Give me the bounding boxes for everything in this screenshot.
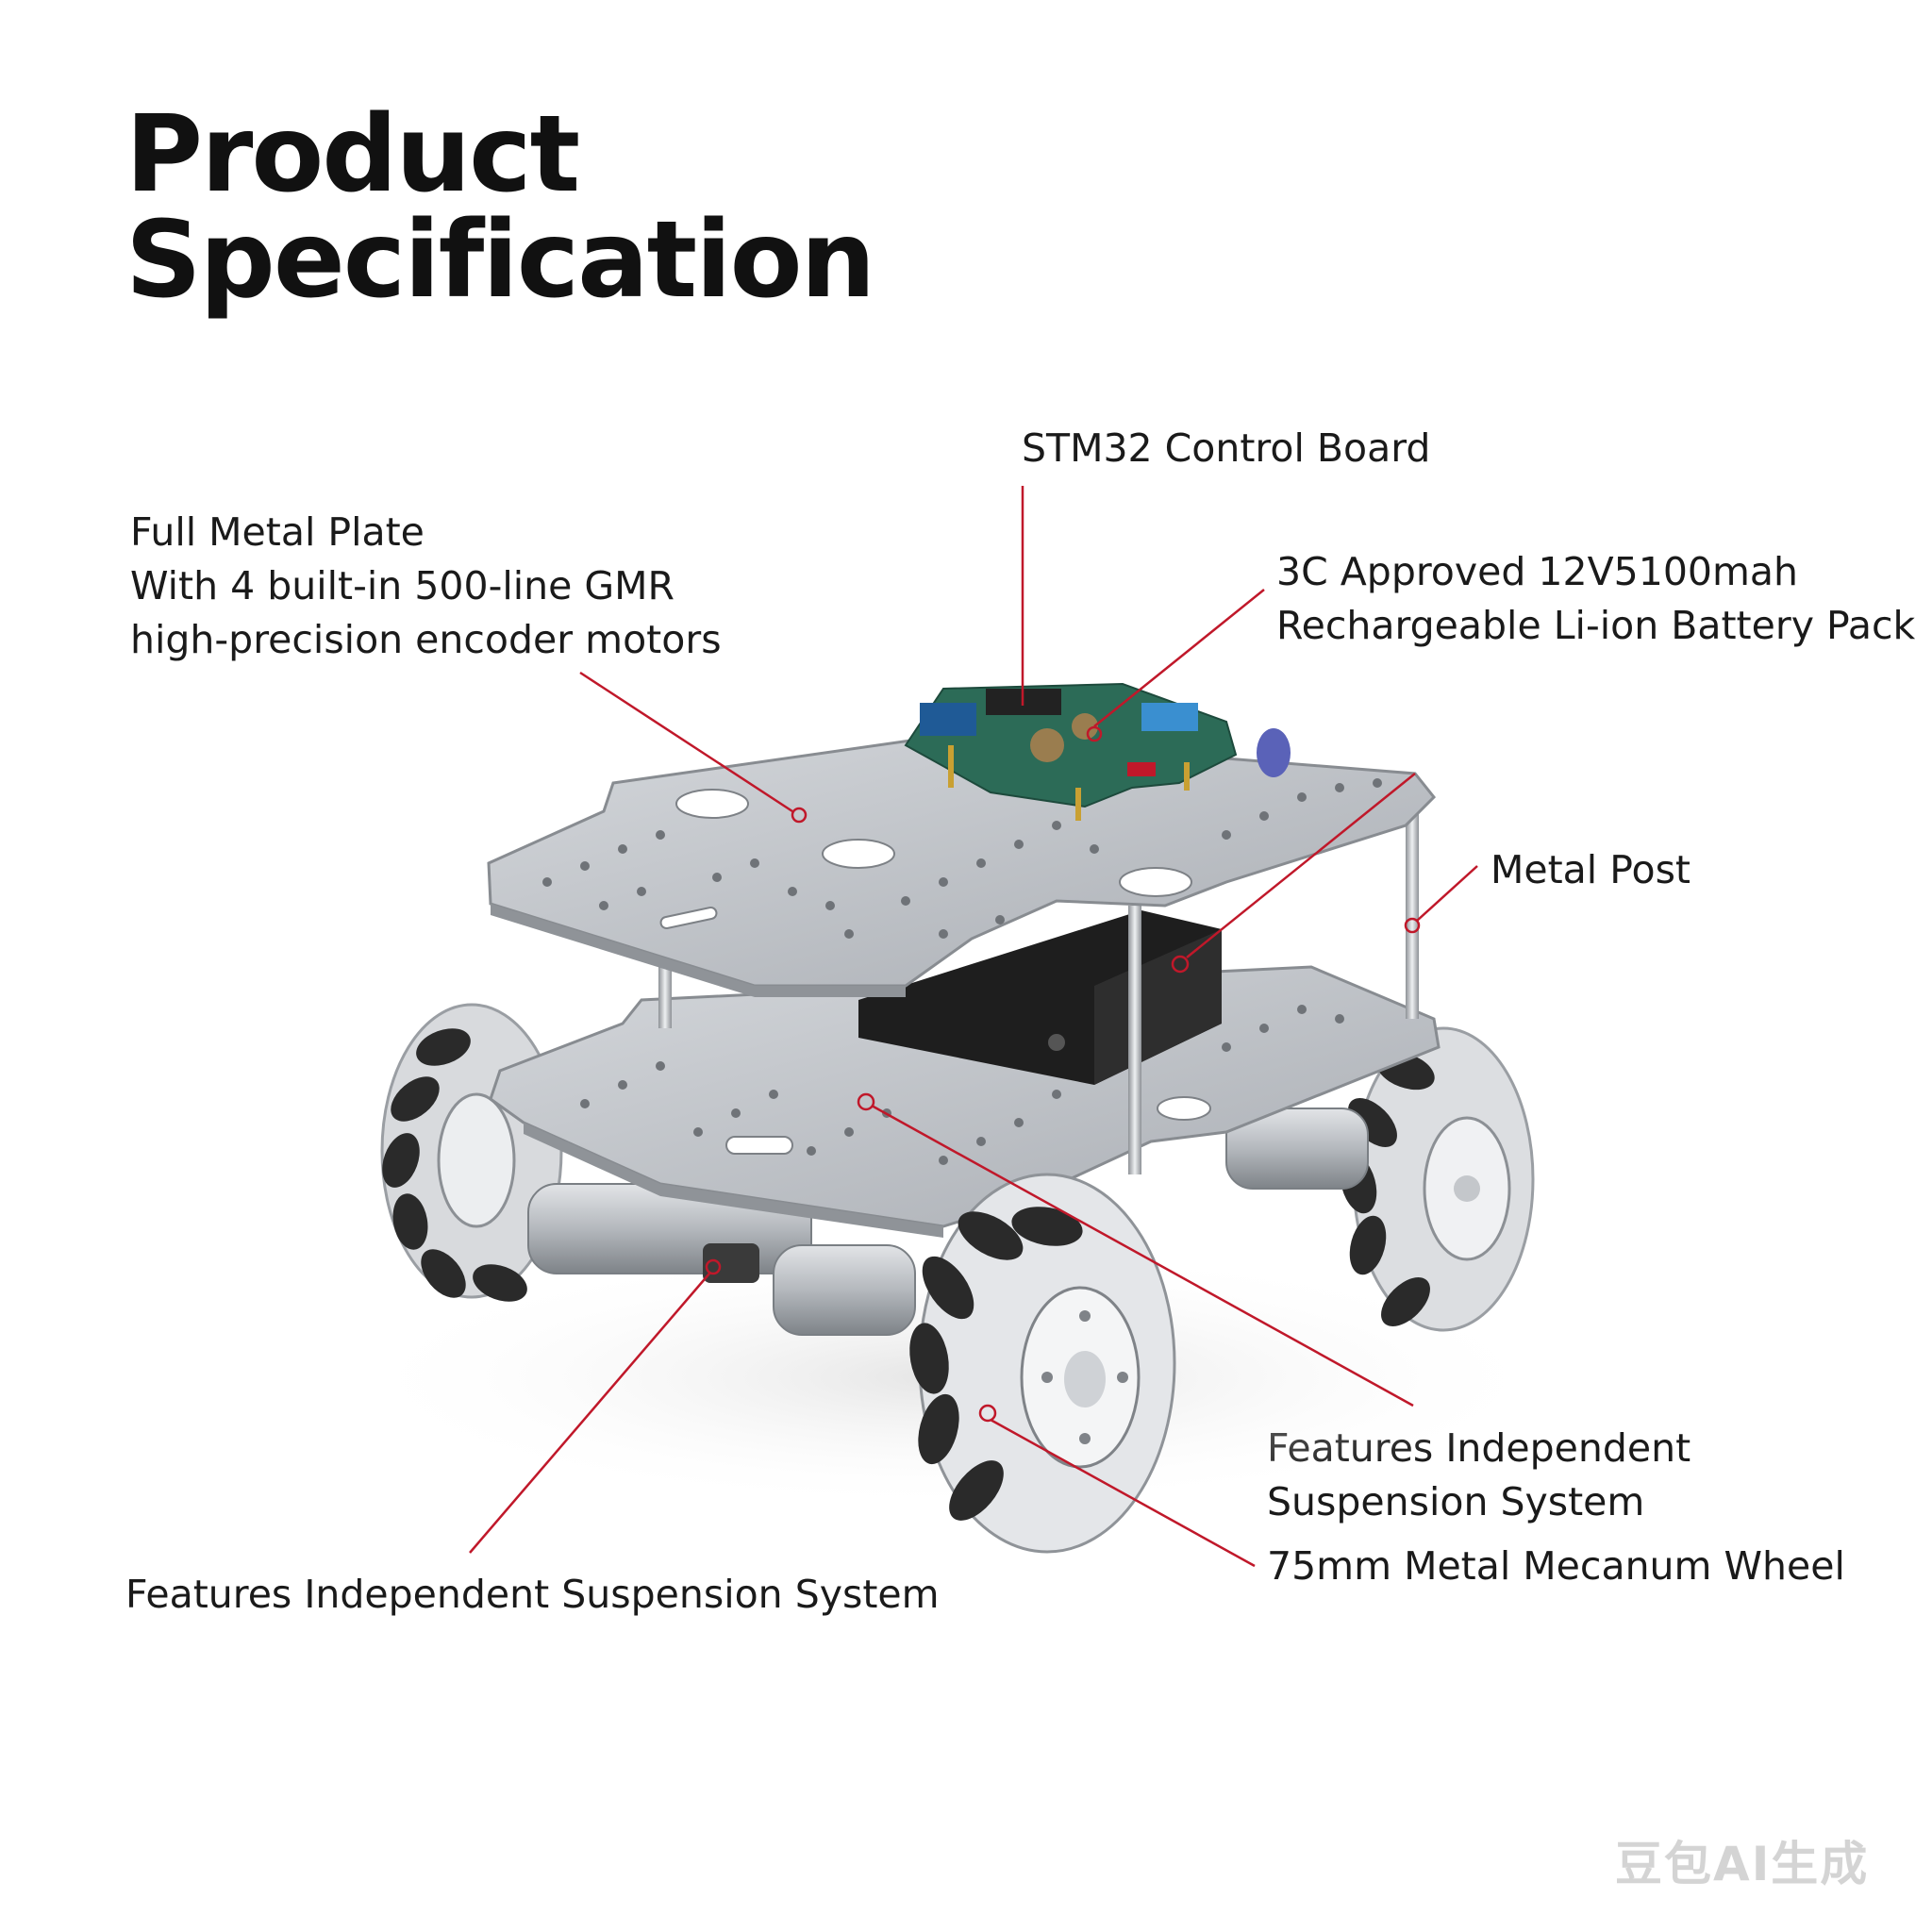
- leader-dot-suspension-left: [705, 1258, 722, 1275]
- wheel-front-left: [909, 1173, 1176, 1554]
- leader-suspension-left: [469, 1273, 710, 1554]
- callout-battery-line-2: Rechargeable Li-ion Battery Pack: [1276, 603, 1916, 648]
- leader-dot-battery-top: [1086, 725, 1103, 742]
- callout-post-line-1: Metal Post: [1491, 847, 1691, 892]
- leader-battery-board: [1093, 589, 1265, 727]
- leader-dot-plate: [791, 807, 808, 824]
- watermark: 豆包AI生成: [1615, 1837, 1870, 1891]
- callout-wheel-line-1: 75mm Metal Mecanum Wheel: [1267, 1543, 1845, 1589]
- leader-battery-pack: [1186, 773, 1416, 958]
- title-line-1: Product: [125, 93, 580, 216]
- callout-battery-pack: 3C Approved 12V5100mah Rechargeable Li-i…: [1276, 545, 1915, 653]
- callout-plate-line-2: With 4 built-in 500-line GMR: [130, 563, 675, 608]
- callout-plate-line-1: Full Metal Plate: [130, 509, 425, 555]
- leader-suspension-right: [871, 1104, 1414, 1407]
- callout-stm32-board: STM32 Control Board: [1022, 422, 1430, 475]
- wheel-back-left: [380, 1003, 563, 1302]
- callout-suspension-left: Features Independent Suspension System: [125, 1568, 940, 1622]
- leader-dot-wheel: [978, 1404, 997, 1423]
- title-line-2: Specification: [125, 199, 875, 322]
- callout-full-metal-plate: Full Metal Plate With 4 built-in 500-lin…: [130, 506, 722, 667]
- callout-suspension-right-line-2: Suspension System: [1267, 1479, 1645, 1524]
- leader-wheel: [990, 1418, 1256, 1568]
- callout-mecanum-wheel: 75mm Metal Mecanum Wheel: [1267, 1540, 1845, 1593]
- callout-plate-line-3: high-precision encoder motors: [130, 617, 722, 662]
- leader-dot-battery: [1171, 955, 1190, 974]
- leader-dot-post: [1404, 917, 1421, 934]
- stm32-control-board: [904, 682, 1291, 821]
- metal-posts: [658, 783, 1419, 1174]
- callout-metal-post: Metal Post: [1491, 843, 1690, 897]
- callout-board-line-1: STM32 Control Board: [1022, 425, 1431, 471]
- callout-battery-line-1: 3C Approved 12V5100mah: [1276, 549, 1799, 594]
- leader-plate: [579, 671, 793, 813]
- page-title: Product Specification: [125, 93, 875, 322]
- leader-post: [1416, 865, 1478, 922]
- upper-plate: [487, 734, 1437, 997]
- callout-suspension-left-line-1: Features Independent Suspension System: [125, 1572, 940, 1617]
- callout-leader-lines: [469, 486, 1478, 1568]
- leader-dot-suspension-right: [857, 1092, 875, 1111]
